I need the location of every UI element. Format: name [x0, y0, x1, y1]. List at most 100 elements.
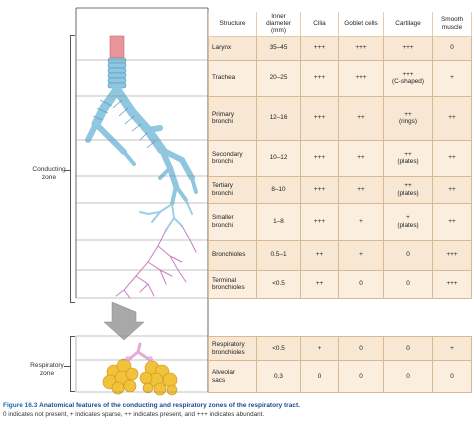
cell-cartilage: ++ (rings)	[383, 95, 433, 141]
cell-structure: Larynx	[208, 35, 257, 61]
respiratory-zone-tick	[64, 366, 70, 367]
cell-diameter: 8–10	[256, 175, 301, 204]
primary-bronchi-rings	[92, 99, 156, 149]
row-guides	[75, 59, 208, 393]
cell-goblet: 0	[338, 360, 384, 393]
conducting-zone-tick	[64, 170, 70, 171]
cell-cilia: +	[300, 336, 339, 361]
cell-cartilage: + (plates)	[383, 202, 433, 241]
header-goblet: Goblet cells	[338, 12, 384, 37]
cell-structure: Tertiary bronchi	[208, 175, 257, 204]
cell-diameter: 20–25	[256, 59, 301, 97]
cell-structure: Alveolar sacs	[208, 360, 257, 393]
cell-muscle: +++	[432, 269, 472, 299]
secondary-bronchi	[85, 121, 195, 189]
bronchioles	[115, 225, 197, 299]
cell-muscle: ++	[432, 202, 472, 241]
trachea-rings	[107, 57, 127, 89]
cell-muscle: +++	[432, 239, 472, 271]
primary-bronchi	[91, 85, 167, 155]
figure-number: Figure 16.3	[3, 402, 38, 409]
tertiary-bronchi	[122, 150, 198, 206]
cell-muscle: 0	[432, 35, 472, 61]
table-header-row: Structure Inner diameter (mm) Cilia Gobl…	[208, 12, 472, 37]
cell-cartilage: +++	[383, 35, 433, 61]
cell-goblet: +++	[338, 35, 384, 61]
cell-muscle: ++	[432, 139, 472, 177]
header-muscle: Smooth muscle	[432, 12, 472, 37]
header-cilia: Cilia	[300, 12, 339, 37]
conducting-zone-table: Structure Inner diameter (mm) Cilia Gobl…	[208, 12, 472, 299]
figure-title: Anatomical features of the conducting an…	[39, 402, 300, 409]
cell-diameter: 12–16	[256, 95, 301, 141]
cell-cilia: ++	[300, 269, 339, 299]
cell-cartilage: 0	[383, 239, 433, 271]
cell-muscle: ++	[432, 175, 472, 204]
cell-diameter: 35–45	[256, 35, 301, 61]
figure-legend: 0 indicates not present, + indicates spa…	[3, 411, 265, 418]
cell-goblet: ++	[338, 95, 384, 141]
cell-cilia: +++	[300, 35, 339, 61]
cell-diameter: 0.5–1	[256, 239, 301, 271]
header-diameter: Inner diameter (mm)	[256, 12, 301, 37]
cell-goblet: +	[338, 202, 384, 241]
cell-structure: Respiratory bronchioles	[208, 336, 257, 361]
cell-diameter: <0.5	[256, 269, 301, 299]
cell-cartilage: 0	[383, 360, 433, 393]
cell-muscle: +	[432, 336, 472, 361]
cell-cilia: +++	[300, 59, 339, 97]
cell-cartilage: 0	[383, 269, 433, 299]
cell-muscle: ++	[432, 95, 472, 141]
cell-structure: Terminal bronchioles	[208, 269, 257, 299]
respiratory-bronchiole	[126, 342, 152, 362]
cell-cilia: ++	[300, 239, 339, 271]
cell-goblet: +++	[338, 59, 384, 97]
cell-goblet: 0	[338, 269, 384, 299]
cell-diameter: 1–8	[256, 202, 301, 241]
cell-cilia: +++	[300, 95, 339, 141]
cell-structure: Primary bronchi	[208, 95, 257, 141]
conducting-zone-label: Conducting zone	[32, 166, 66, 181]
cell-cartilage: ++ (plates)	[383, 139, 433, 177]
figure-caption: Figure 16.3 Anatomical features of the c…	[3, 402, 473, 410]
cell-goblet: ++	[338, 175, 384, 204]
cell-diameter: <0.5	[256, 336, 301, 361]
respiratory-zone-bracket	[70, 336, 75, 392]
cell-goblet: ++	[338, 139, 384, 177]
cell-muscle: 0	[432, 360, 472, 393]
cell-cilia: 0	[300, 360, 339, 393]
cell-muscle: +	[432, 59, 472, 97]
cell-structure: Secondary bronchi	[208, 139, 257, 177]
cell-goblet: +	[338, 239, 384, 271]
zoom-arrow	[103, 301, 145, 341]
respiratory-zone-label: Respiratory zone	[30, 362, 64, 377]
cell-cartilage: +++ (C-shaped)	[383, 59, 433, 97]
cell-cilia: +++	[300, 139, 339, 177]
cell-structure: Smaller bronchi	[208, 202, 257, 241]
alveolar-sacs	[102, 358, 178, 396]
cell-cartilage: 0	[383, 336, 433, 361]
cell-cartilage: ++ (plates)	[383, 175, 433, 204]
respiratory-bronchiole-cap	[125, 356, 153, 362]
header-structure: Structure	[208, 12, 257, 37]
cell-cilia: +++	[300, 175, 339, 204]
header-cartilage: Cartilage	[383, 12, 433, 37]
cell-cilia: +++	[300, 202, 339, 241]
cell-goblet: 0	[338, 336, 384, 361]
larynx-shape	[109, 35, 125, 59]
conducting-zone-bracket	[70, 35, 75, 303]
cell-diameter: 0.3	[256, 360, 301, 393]
